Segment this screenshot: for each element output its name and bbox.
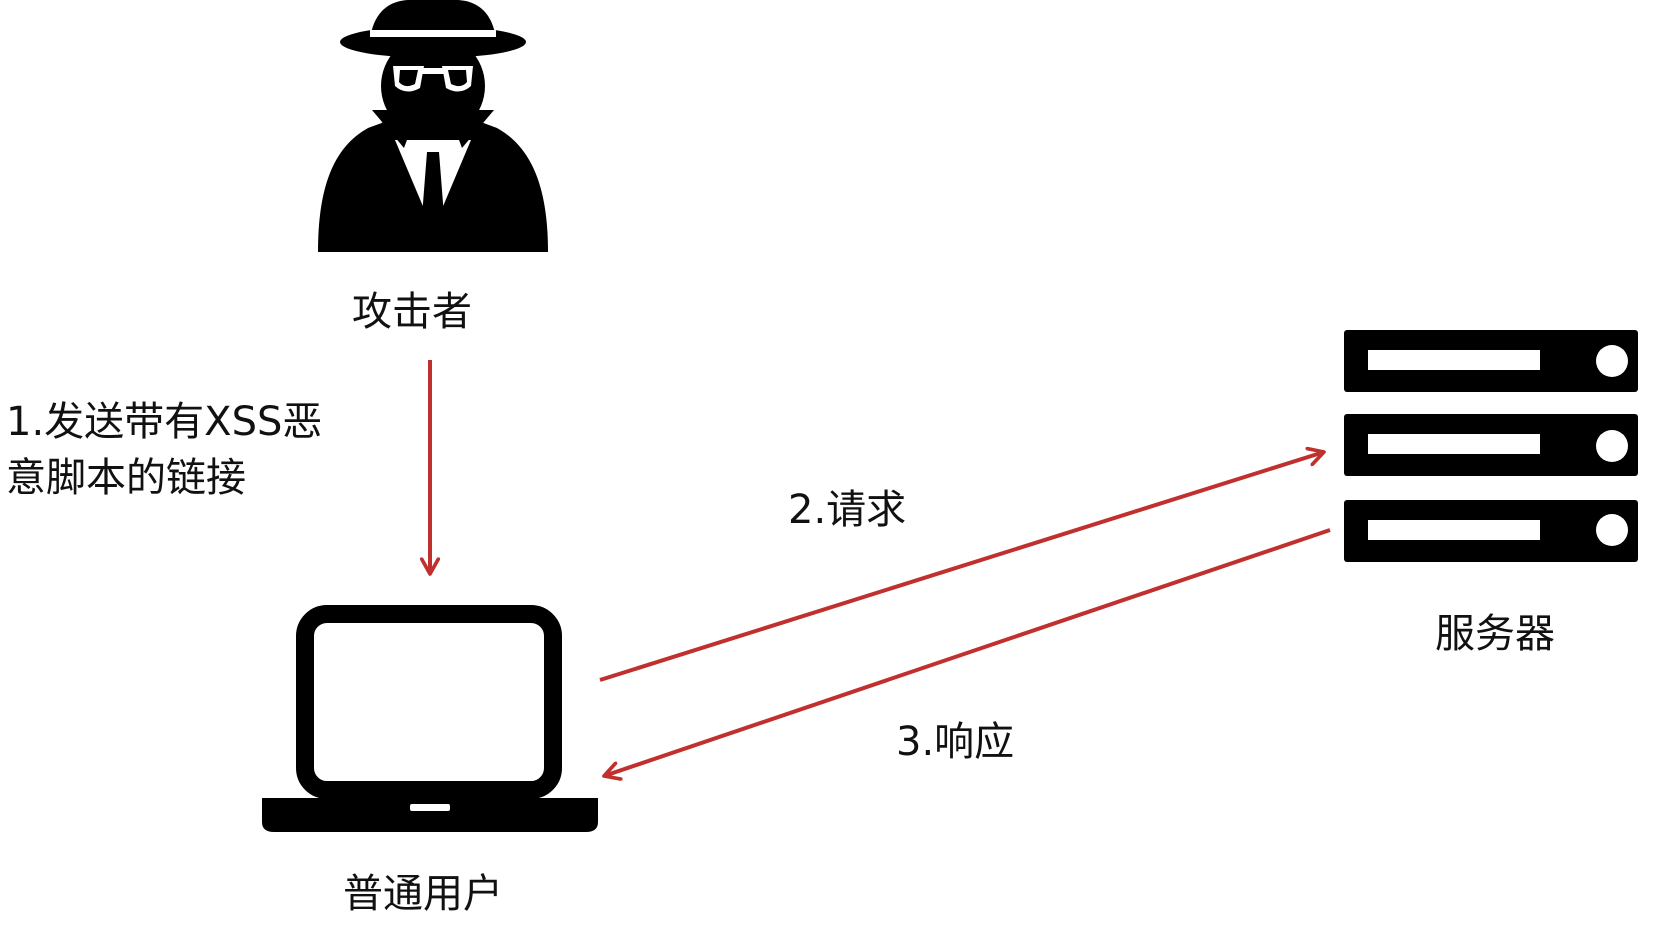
server-label: 服务器 [1435, 611, 1555, 657]
server-unit [1344, 414, 1638, 476]
user-label: 普通用户 [343, 871, 503, 917]
server-unit [1344, 500, 1638, 562]
laptop-icon [262, 605, 598, 832]
server-unit [1344, 330, 1638, 392]
step-1-label-line-1: 1.发送带有XSS恶 [6, 399, 323, 445]
step-1-label: 1.发送带有XSS恶 意脚本的链接 [6, 394, 322, 506]
step-2-label: 2.请求 [788, 487, 907, 533]
step-1-label-line-2: 意脚本的链接 [6, 455, 246, 501]
attacker-label: 攻击者 [352, 289, 472, 335]
server-rack-icon [1344, 330, 1638, 562]
step-3-label: 3.响应 [896, 719, 1015, 765]
arrow-server-to-user [604, 528, 1331, 776]
arrow-user-to-server [599, 452, 1324, 682]
spy-icon [318, 0, 548, 252]
